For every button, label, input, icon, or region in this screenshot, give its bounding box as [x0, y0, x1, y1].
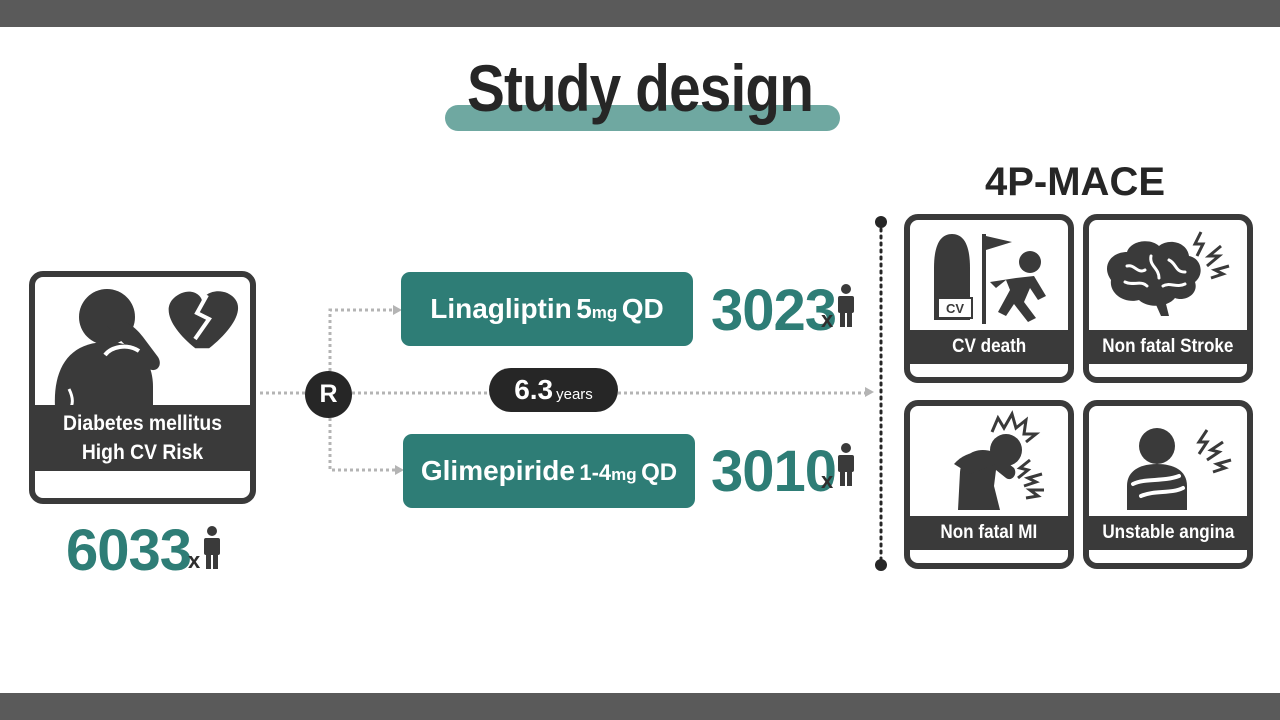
arm-1-frequency: QD	[621, 293, 664, 324]
angina-label: Unstable angina	[1101, 522, 1235, 543]
duration-unit: years	[556, 386, 593, 403]
arm-linagliptin: Linagliptin 5mg QD	[401, 272, 693, 346]
outcome-label: CV death	[910, 330, 1068, 364]
arrowhead-outcome	[865, 387, 874, 397]
arm-1-drug: Linagliptin	[430, 293, 572, 324]
population-card: Diabetes mellitus High CV Risk	[29, 271, 256, 504]
population-multiplier: x	[188, 548, 201, 573]
title-block: Study design	[0, 50, 1280, 140]
arrowhead-arm-1	[393, 305, 402, 315]
arm-glimepiride: Glimepiride 1-4mg QD	[403, 434, 695, 508]
outcome-unstable-angina: Unstable angina	[1083, 400, 1253, 569]
outcome-cv-death: CV CV death	[904, 214, 1074, 383]
person-icon	[838, 443, 854, 486]
population-label: Diabetes mellitus High CV Risk	[35, 405, 250, 471]
arm-2-count: 3010	[711, 439, 837, 504]
stroke-label: Non fatal Stroke	[1102, 336, 1234, 357]
sick-person-icon	[54, 289, 239, 407]
population-count: 6033	[66, 518, 192, 583]
arrowhead-arm-2	[395, 465, 404, 475]
arm-2-drug: Glimepiride	[420, 455, 575, 486]
outcome-label: Unstable angina	[1089, 516, 1247, 550]
population-line-2: High CV Risk	[81, 441, 204, 464]
outcome-label: Non fatal MI	[910, 516, 1068, 550]
arm-1-dose-unit: mg	[591, 303, 618, 322]
top-bar	[0, 0, 1280, 27]
person-icon	[204, 526, 220, 569]
outcome-bracket-top-dot	[875, 216, 887, 228]
arm-1-multiplier: x	[821, 307, 834, 332]
outcome-non-fatal-stroke: Non fatal Stroke	[1083, 214, 1253, 383]
title-underline	[445, 105, 840, 131]
outcome-bracket-bottom-dot	[875, 559, 887, 571]
arm-2-multiplier: x	[821, 468, 834, 493]
outcome-label: Non fatal Stroke	[1089, 330, 1247, 364]
arm-2-dose: 1-4	[579, 460, 612, 485]
bottom-bar	[0, 693, 1280, 720]
connector-to-arm-2	[328, 418, 396, 472]
mi-label: Non fatal MI	[940, 522, 1038, 543]
cv-death-label: CV death	[951, 336, 1027, 357]
brain-icon	[1106, 231, 1230, 316]
arm-2-frequency: QD	[641, 459, 678, 486]
connector-to-arm-1	[328, 308, 394, 371]
person-icon	[838, 284, 854, 327]
cv-death-icon-text: CV	[946, 301, 964, 316]
arm-2-dose-unit: mg	[611, 465, 637, 484]
arm-1-dose: 5	[576, 293, 592, 324]
outcome-title: 4P-MACE	[984, 160, 1166, 204]
grim-reaper-icon: CV	[934, 234, 1046, 324]
page-title: Study design	[466, 51, 814, 125]
chest-pain-icon	[1127, 428, 1232, 510]
outcome-non-fatal-mi: Non fatal MI	[904, 400, 1074, 569]
randomization-node: R	[305, 371, 352, 418]
broken-heart-icon	[168, 291, 239, 349]
heart-attack-icon	[954, 410, 1044, 510]
duration-value: 6.3	[514, 374, 554, 405]
arm-1-count: 3023	[711, 278, 837, 343]
population-line-1: Diabetes mellitus	[63, 412, 222, 435]
